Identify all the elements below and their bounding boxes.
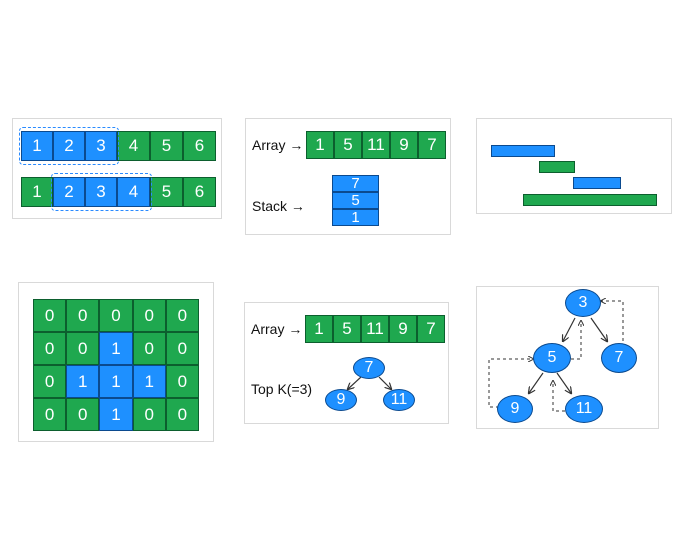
stack-cell-mid: 5: [332, 192, 379, 209]
tree-edges: [488, 287, 624, 412]
row2-cell-5: 5: [150, 177, 183, 207]
grid-cell: 0: [33, 398, 67, 431]
topk-array-label: Array →: [251, 321, 303, 337]
heap-root-node: 7: [353, 357, 385, 379]
heap-right-node: 11: [383, 389, 415, 411]
grid-cell: 0: [33, 299, 67, 332]
window-outline-1: [19, 127, 119, 165]
array-stack-panel: Array → 1 5 11 9 7 Stack → 7 5 1: [245, 118, 451, 235]
topk-array-cell-4: 9: [389, 315, 417, 343]
grid-cell: 0: [33, 365, 67, 398]
tree-root-node: 3: [565, 289, 601, 317]
grid-cell: 0: [165, 299, 199, 332]
tree-right-node: 7: [601, 343, 637, 373]
interval-bar-3: [573, 177, 621, 189]
row1-cell-4: 4: [117, 131, 150, 161]
row1-cell-1: 1: [21, 131, 53, 161]
row1-cell-2: 2: [53, 131, 85, 161]
grid-cell: 0: [165, 332, 199, 365]
grid-cell: 0: [165, 365, 199, 398]
array-cell-3: 11: [362, 131, 390, 159]
grid-cell: 1: [99, 398, 133, 431]
grid-cell: 0: [165, 398, 199, 431]
array-cell-2: 5: [334, 131, 362, 159]
row2-cell-6: 6: [183, 177, 216, 207]
topk-panel: Array → 1 5 11 9 7 Top K(=3) 7 9 11: [244, 302, 449, 424]
grid-cell: 0: [33, 332, 67, 365]
array-cell-1: 1: [306, 131, 334, 159]
heap-edges: [245, 376, 450, 425]
tree-mid-node: 5: [533, 343, 571, 373]
array-label: Array →: [252, 137, 304, 153]
row1-cell-5: 5: [150, 131, 183, 161]
grid-cell: 1: [99, 365, 133, 398]
row1-cell-6: 6: [183, 131, 216, 161]
topk-array-cell-1: 1: [305, 315, 333, 343]
interval-bar-1: [491, 145, 555, 157]
stack-cell-top: 7: [332, 175, 379, 192]
row2-cell-3: 3: [85, 177, 117, 207]
grid-cell: 0: [132, 332, 166, 365]
grid-cell: 0: [132, 299, 166, 332]
tree-right-leaf-node: 11: [565, 395, 603, 423]
array-cell-4: 9: [390, 131, 418, 159]
grid-cell: 0: [66, 332, 100, 365]
tree-left-leaf-node: 9: [497, 395, 533, 423]
tree-panel: 3 5 7 9 11: [476, 286, 659, 429]
heap-left-node: 9: [325, 389, 357, 411]
window-outline-2: [51, 173, 152, 211]
interval-bar-2: [539, 161, 575, 173]
sliding-window-panel: 1 2 3 4 5 6 1 2 3 4 5 6: [12, 118, 222, 219]
row2-cell-4: 4: [117, 177, 150, 207]
grid-cell: 0: [66, 398, 100, 431]
intervals-panel: [476, 118, 672, 214]
topk-array-cell-5: 7: [417, 315, 445, 343]
topk-array-cell-2: 5: [333, 315, 361, 343]
stack-label: Stack →: [252, 198, 305, 214]
grid-cell: 1: [66, 365, 100, 398]
interval-bar-4: [523, 194, 657, 206]
topk-label: Top K(=3): [251, 381, 313, 397]
row2-cell-1: 1: [21, 177, 53, 207]
row2-cell-2: 2: [53, 177, 85, 207]
grid-cell: 1: [99, 332, 133, 365]
grid-cell: 0: [99, 299, 133, 332]
grid-cell: 0: [132, 398, 166, 431]
grid-cell: 1: [132, 365, 166, 398]
stack-cell-bottom: 1: [332, 209, 379, 226]
topk-array-cell-3: 11: [361, 315, 389, 343]
row1-cell-3: 3: [85, 131, 117, 161]
array-cell-5: 7: [418, 131, 446, 159]
grid-cell: 0: [66, 299, 100, 332]
